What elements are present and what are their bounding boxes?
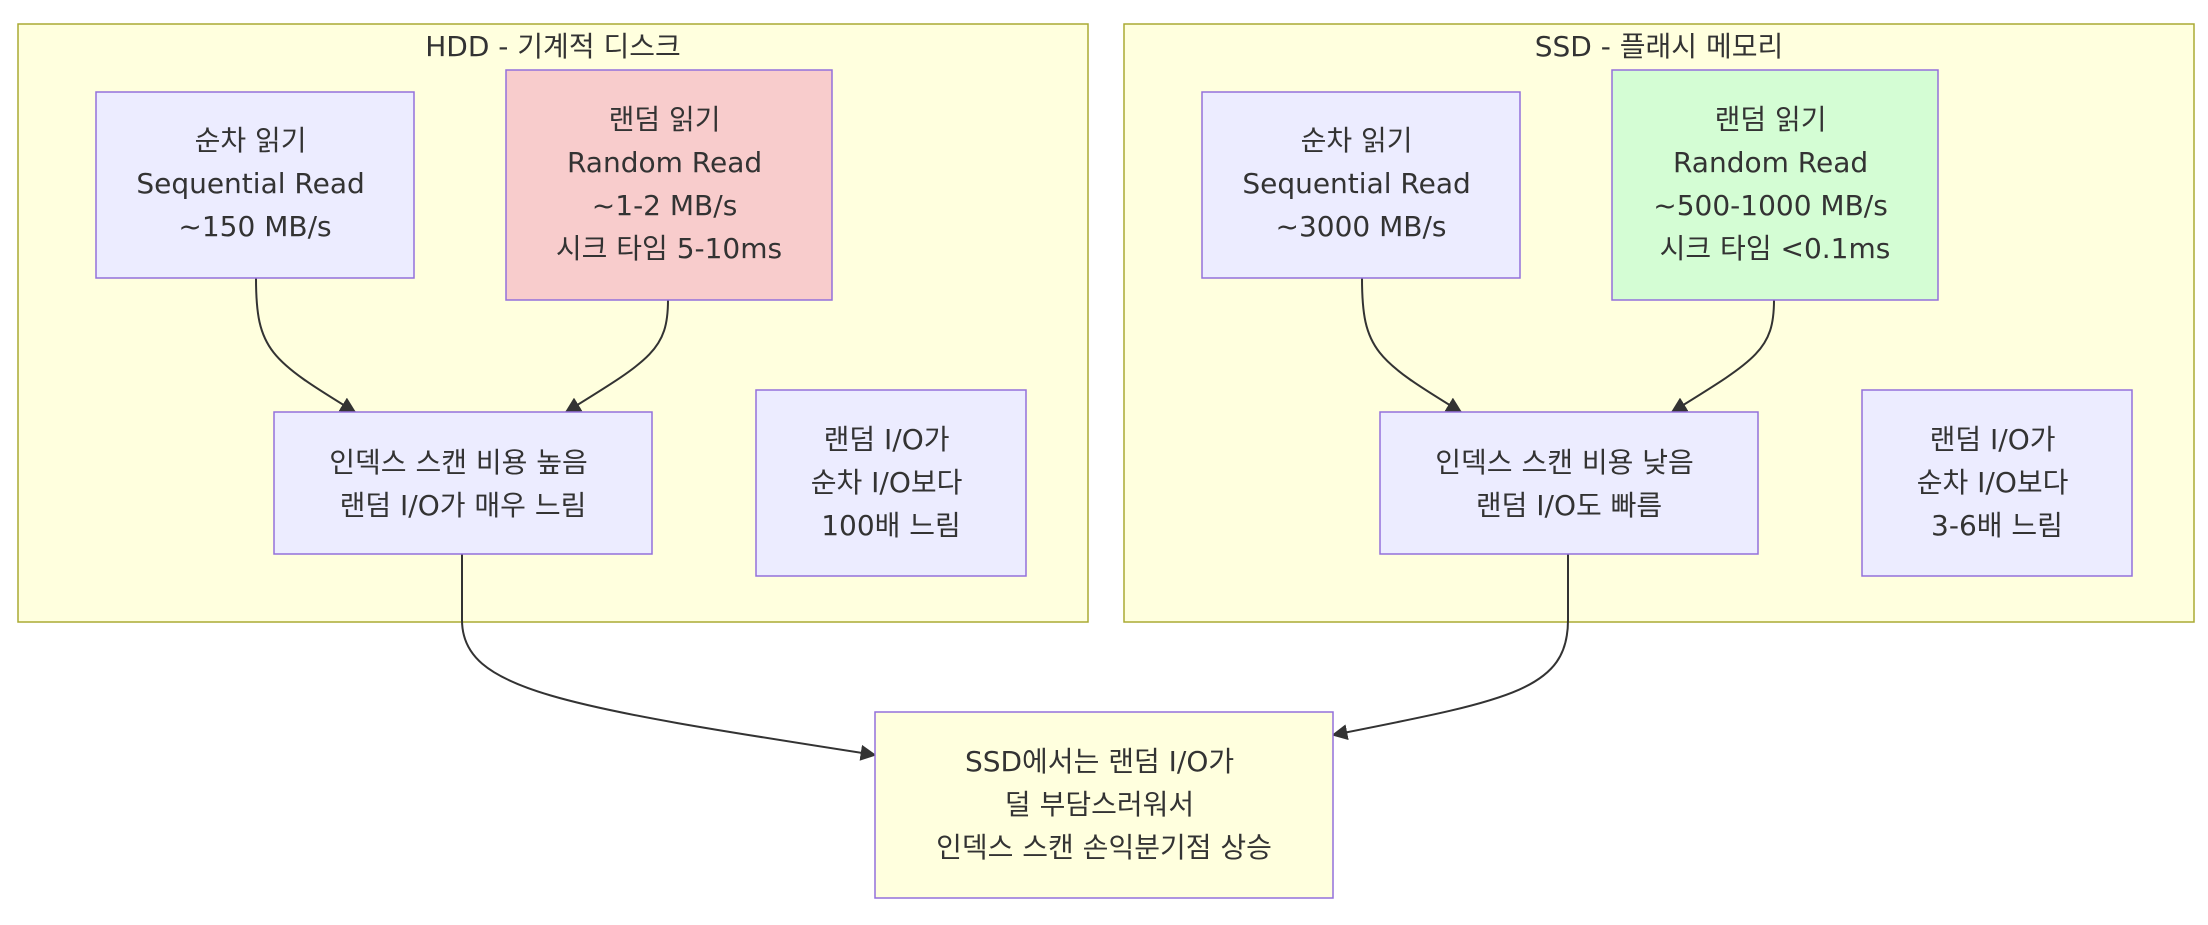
node-line: ~1-2 MB/s bbox=[592, 189, 737, 222]
edge-hdd-rand-to-hdd-index bbox=[564, 299, 669, 413]
svg-text:랜덤 읽기 Random Read: 랜덤 읽기 Random Read ~500-1000 MB/s 시크 타임 <… bbox=[1653, 103, 1896, 265]
ssd-cluster-title: SSD - 플래시 메모리 bbox=[1535, 30, 1783, 63]
ssd-note-node: 랜덤 I/O가 순차 I/O보다 3-6배 느림 bbox=[1861, 389, 2133, 577]
node-line: 시크 타임 <0.1ms bbox=[1660, 232, 1891, 265]
svg-text:SSD에서는 랜덤 I/O가 덜 부담스러워서: SSD에서는 랜덤 I/O가 덜 부담스러워서 인덱스 스캔 손익분기점 상승 bbox=[936, 745, 1272, 864]
node-line: 랜덤 I/O도 빠름 bbox=[1476, 489, 1662, 522]
node-line: 덜 부담스러워서 bbox=[1005, 788, 1194, 821]
hdd-note-node: 랜덤 I/O가 순차 I/O보다 100배 느림 bbox=[755, 389, 1027, 577]
node-line: ~500-1000 MB/s bbox=[1653, 189, 1888, 222]
hdd-sequential-read-node: 순차 읽기 Sequential Read ~150 MB/s bbox=[95, 91, 415, 279]
conclusion-node: SSD에서는 랜덤 I/O가 덜 부담스러워서 인덱스 스캔 손익분기점 상승 bbox=[874, 711, 1334, 899]
node-line: SSD에서는 랜덤 I/O가 bbox=[965, 745, 1234, 778]
hdd-random-read-node: 랜덤 읽기 Random Read ~1-2 MB/s 시크 타임 5-10ms bbox=[505, 69, 833, 301]
node-line: Random Read bbox=[567, 146, 762, 179]
ssd-random-read-node: 랜덤 읽기 Random Read ~500-1000 MB/s 시크 타임 <… bbox=[1611, 69, 1939, 301]
svg-text:랜덤 읽기 Random Read: 랜덤 읽기 Random Read ~1-2 MB/s 시크 타임 5-10ms bbox=[556, 103, 782, 265]
edge-ssd-seq-to-ssd-index bbox=[1361, 277, 1463, 413]
svg-text:인덱스 스캔 비용 낮음 랜덤 I/O도 빠름: 인덱스 스캔 비용 낮음 랜덤 I/O도 빠름 bbox=[1435, 446, 1702, 522]
ssd-sequential-read-node: 순차 읽기 Sequential Read ~3000 MB/s bbox=[1201, 91, 1521, 279]
node-line: Sequential Read bbox=[136, 167, 364, 200]
svg-text:순차 읽기 Sequential Read: 순차 읽기 Sequential Read ~3000 MB/s bbox=[1242, 124, 1479, 243]
node-line: 순차 읽기 bbox=[1301, 124, 1413, 157]
node-line: 순차 I/O보다 bbox=[811, 466, 963, 499]
edge-hdd-index-to-conclusion bbox=[461, 554, 877, 761]
node-line: 3-6배 느림 bbox=[1931, 509, 2063, 542]
node-line: 100배 느림 bbox=[821, 509, 961, 542]
node-line: 랜덤 I/O가 매우 느림 bbox=[340, 489, 587, 522]
node-line: 랜덤 읽기 bbox=[609, 103, 721, 136]
edge-ssd-rand-to-ssd-index bbox=[1670, 299, 1775, 413]
node-line: 인덱스 스캔 손익분기점 상승 bbox=[936, 831, 1272, 864]
node-line: 랜덤 읽기 bbox=[1715, 103, 1827, 136]
hdd-index-scan-node: 인덱스 스캔 비용 높음 랜덤 I/O가 매우 느림 bbox=[273, 411, 653, 555]
node-line: 인덱스 스캔 비용 낮음 bbox=[1435, 446, 1694, 479]
node-line: 랜덤 I/O가 bbox=[824, 423, 950, 456]
edge-ssd-index-to-conclusion bbox=[1331, 554, 1569, 741]
svg-text:순차 읽기 Sequential Read: 순차 읽기 Sequential Read ~150 MB/s bbox=[136, 124, 373, 243]
node-line: Sequential Read bbox=[1242, 167, 1470, 200]
node-line: 시크 타임 5-10ms bbox=[556, 232, 782, 265]
svg-text:랜덤 I/O가 순차 I/O보다 3: 랜덤 I/O가 순차 I/O보다 3-6배 느림 bbox=[1917, 423, 2078, 542]
node-line: 인덱스 스캔 비용 높음 bbox=[329, 446, 588, 479]
svg-text:인덱스 스캔 비용 높음 랜덤 I/O가 매우: 인덱스 스캔 비용 높음 랜덤 I/O가 매우 느림 bbox=[329, 446, 596, 522]
node-line: ~3000 MB/s bbox=[1275, 210, 1446, 243]
node-line: 랜덤 I/O가 bbox=[1930, 423, 2056, 456]
edge-hdd-seq-to-hdd-index bbox=[255, 277, 357, 413]
hdd-cluster-title: HDD - 기계적 디스크 bbox=[425, 30, 681, 63]
ssd-index-scan-node: 인덱스 스캔 비용 낮음 랜덤 I/O도 빠름 bbox=[1379, 411, 1759, 555]
node-line: 순차 읽기 bbox=[195, 124, 307, 157]
svg-text:랜덤 I/O가 순차 I/O보다 1: 랜덤 I/O가 순차 I/O보다 100배 느림 bbox=[811, 423, 972, 542]
node-line: Random Read bbox=[1673, 146, 1868, 179]
node-line: ~150 MB/s bbox=[178, 210, 331, 243]
node-line: 순차 I/O보다 bbox=[1917, 466, 2069, 499]
